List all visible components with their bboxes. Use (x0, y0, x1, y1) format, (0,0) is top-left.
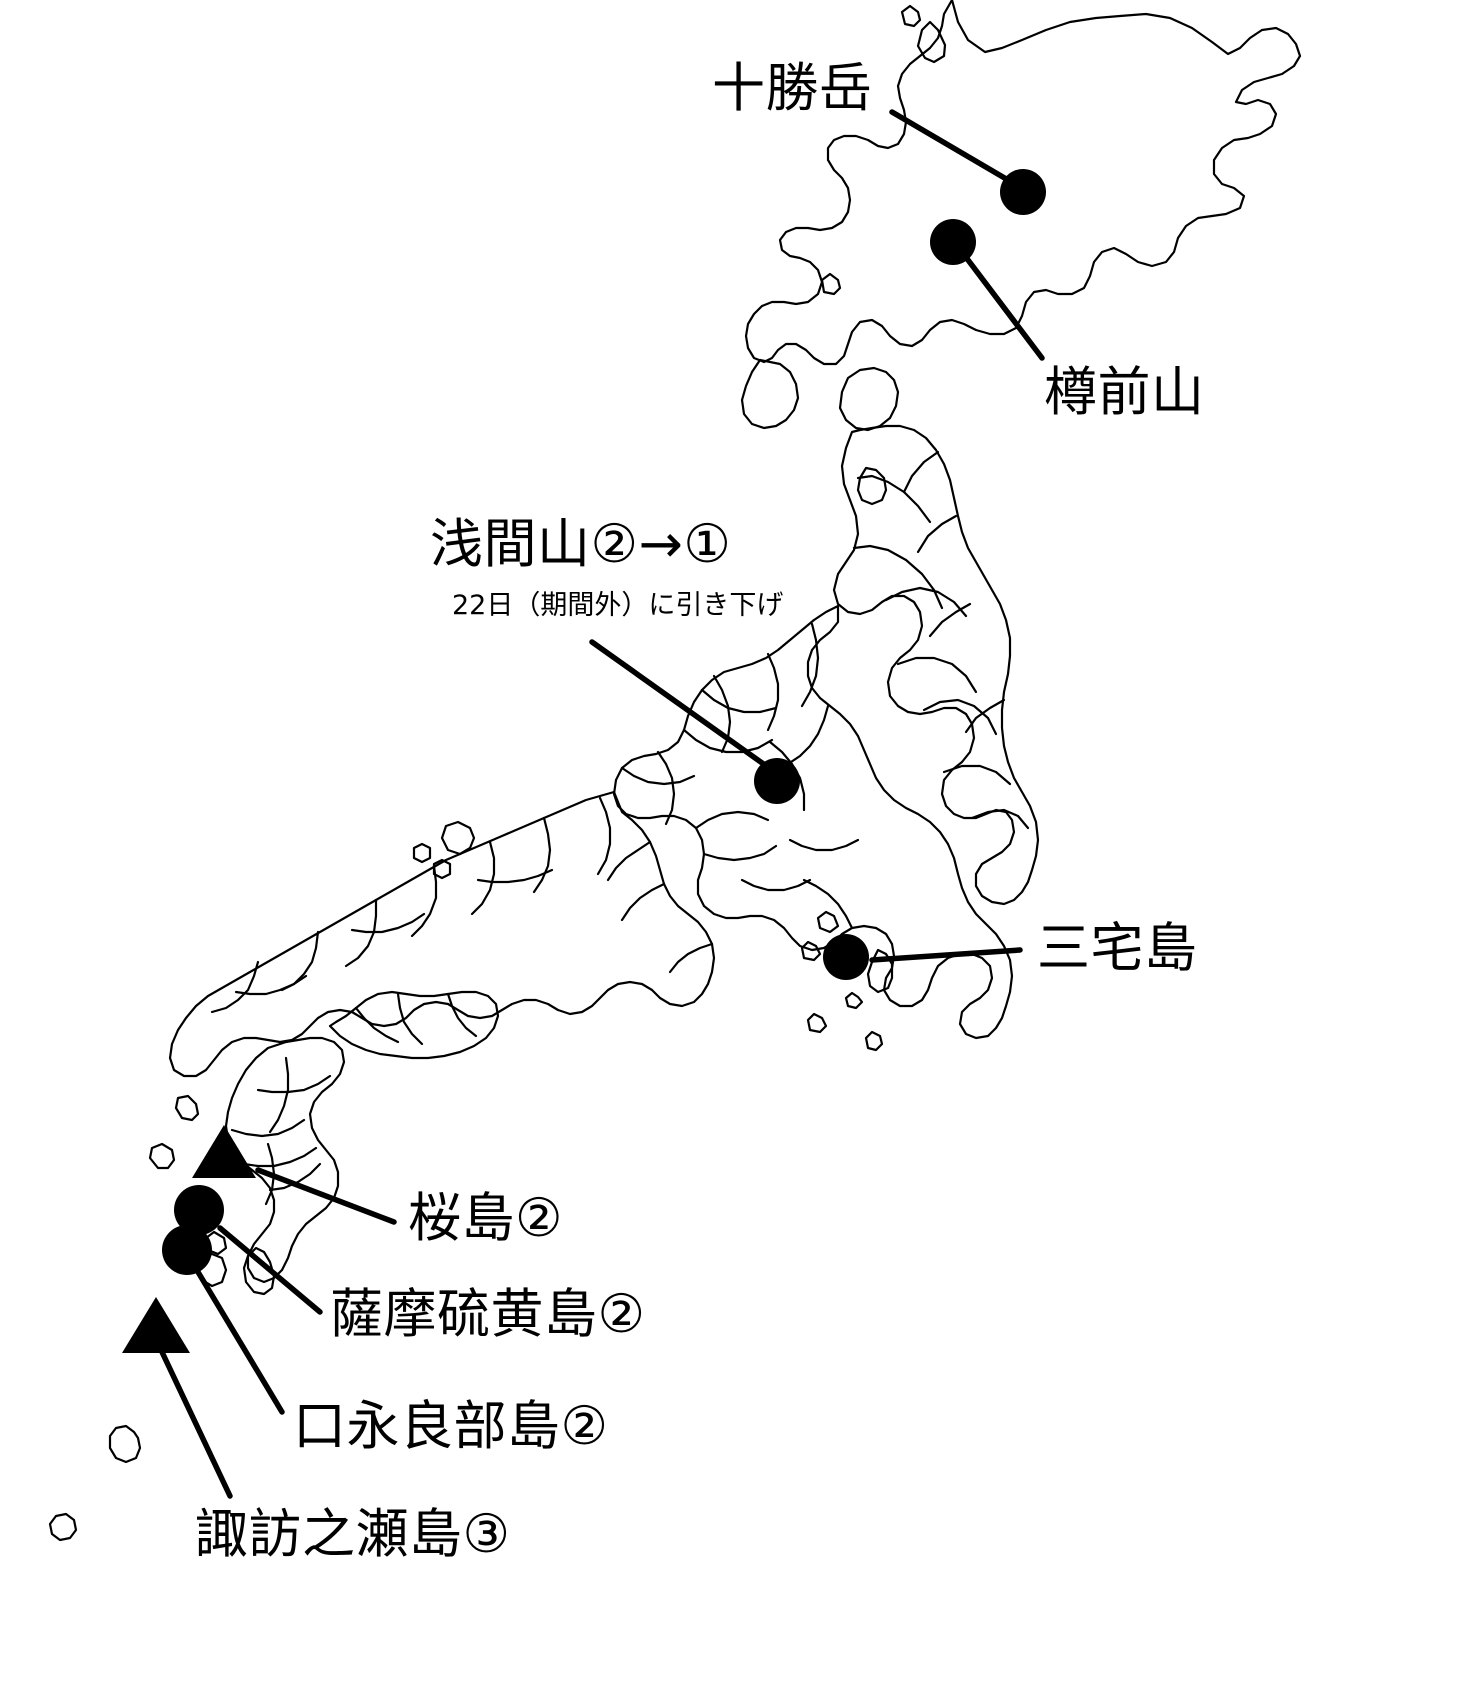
okinoshima (440, 820, 476, 856)
chubu-border-5 (656, 750, 676, 826)
shikoku-border-1 (396, 992, 424, 1046)
marker-suwanosejima[interactable] (122, 1297, 190, 1353)
tohoku-border-1 (856, 474, 932, 524)
marker-asamayama[interactable] (754, 758, 800, 804)
okinawa-islet (48, 1512, 78, 1542)
izu-islet-4 (844, 991, 864, 1010)
kyushu-border-2 (230, 1118, 306, 1138)
honshu-kanto-chubu (612, 604, 1014, 1040)
chubu-border-2 (682, 728, 774, 754)
chubu-border-10 (786, 704, 830, 766)
honshu-tohoku (838, 366, 900, 432)
chugoku-border-5 (344, 898, 378, 968)
chubu-border-12 (788, 838, 860, 852)
chugoku-border-9 (350, 912, 426, 934)
kyushu-border-1 (256, 1074, 332, 1094)
chugoku-border-4 (410, 864, 438, 938)
japan-coastline (48, 0, 1302, 1542)
leader-line-sakurajima (255, 1167, 397, 1225)
chubu-border-7 (620, 766, 696, 786)
label-asamayama-note: 22日（期間外）に引き下げ (452, 590, 784, 621)
kyushu-border-4 (268, 1162, 322, 1192)
kyushu-islet-2 (148, 1142, 176, 1170)
tohoku-inland-1 (856, 466, 888, 506)
tohoku-border-9 (916, 514, 958, 554)
label-tokachidake: 十勝岳 (712, 58, 873, 119)
chubu-border-8 (694, 810, 770, 830)
hokkaido-islet-2 (820, 272, 842, 296)
leader-line-satsumaiojima (217, 1225, 323, 1315)
marker-sakurajima[interactable] (192, 1125, 256, 1178)
shikoku-border-2 (446, 992, 478, 1038)
leader-line-asamayama (589, 639, 775, 773)
chubu-border-11 (802, 878, 854, 930)
kyushu-border-3 (242, 1146, 318, 1168)
chugoku-border-13 (668, 942, 714, 974)
marker-satsumaiojima[interactable] (174, 1185, 224, 1235)
chugoku-border-1 (596, 796, 612, 876)
tohoku-border-11 (964, 698, 1006, 734)
marker-miyakejima[interactable] (823, 934, 869, 980)
hokkaido-islet-1 (900, 4, 922, 28)
leader-line-suwanosejima (159, 1349, 233, 1499)
marker-tokachidake[interactable] (1000, 169, 1046, 215)
chugoku-border-8 (476, 868, 554, 884)
hokkaido-peninsula-sw (740, 358, 800, 430)
tohoku-border-2 (852, 544, 944, 610)
tohoku-border-7 (970, 808, 1030, 830)
chubu-border-13 (740, 878, 812, 892)
tohoku-border-6 (942, 764, 1012, 786)
leader-line-tokachidake (889, 109, 1011, 183)
label-kuchinoerabujima: 口永良部島② (293, 1396, 609, 1457)
chubu-border-1 (700, 688, 778, 714)
marker-tarumaesan[interactable] (930, 219, 976, 265)
label-tarumaesan: 樽前山 (1044, 362, 1205, 423)
tanegashima (242, 1246, 276, 1296)
label-satsumaiojima: 薩摩硫黄島② (330, 1284, 646, 1345)
chubu-border-14 (702, 844, 778, 862)
oki-islet-2 (432, 858, 452, 880)
tohoku-border-5 (922, 698, 998, 736)
leader-line-tarumaesan (959, 249, 1045, 361)
kyushu-border-5 (268, 1056, 290, 1134)
hokkaido-outline (916, 20, 947, 64)
label-miyakejima: 三宅島 (1037, 918, 1198, 979)
izu-islet-1 (816, 910, 840, 934)
chugoku-border-10 (234, 974, 308, 996)
chugoku-border-3 (470, 840, 496, 916)
izu-islet-3 (864, 1030, 884, 1052)
chugoku-border-2 (532, 816, 552, 894)
chugoku-border-11 (606, 840, 652, 882)
volcano-markers (122, 169, 1046, 1353)
leader-lines (159, 109, 1045, 1499)
kyushu-islet-1 (174, 1094, 200, 1122)
tohoku-border-4 (896, 656, 978, 694)
marker-kuchinoerabu[interactable] (162, 1225, 212, 1275)
label-sakurajima: 桜島② (408, 1188, 564, 1249)
hokkaido-main (744, 0, 1302, 366)
shikoku (328, 990, 500, 1060)
honshu-main-north (832, 424, 1040, 906)
leader-line-kuchinoerabu (195, 1269, 285, 1415)
leader-line-miyakejima (869, 947, 1023, 963)
izu-islet-2 (806, 1012, 828, 1034)
chubu-border-3 (766, 652, 780, 732)
tohoku-border-8 (902, 450, 940, 494)
chugoku-border-12 (620, 882, 666, 922)
shikoku-border-3 (354, 1006, 400, 1044)
amami (108, 1424, 142, 1464)
chugoku-border-7 (210, 960, 260, 1014)
chubu-border-4 (800, 622, 820, 708)
oki-islet-1 (412, 842, 432, 864)
label-suwanosejima: 諏訪之瀬島③ (195, 1504, 511, 1565)
izu-islet-5 (800, 940, 822, 962)
tohoku-border-3 (884, 586, 968, 618)
tohoku-border-10 (928, 602, 972, 638)
label-asamayama: 浅間山②→① (430, 514, 732, 575)
